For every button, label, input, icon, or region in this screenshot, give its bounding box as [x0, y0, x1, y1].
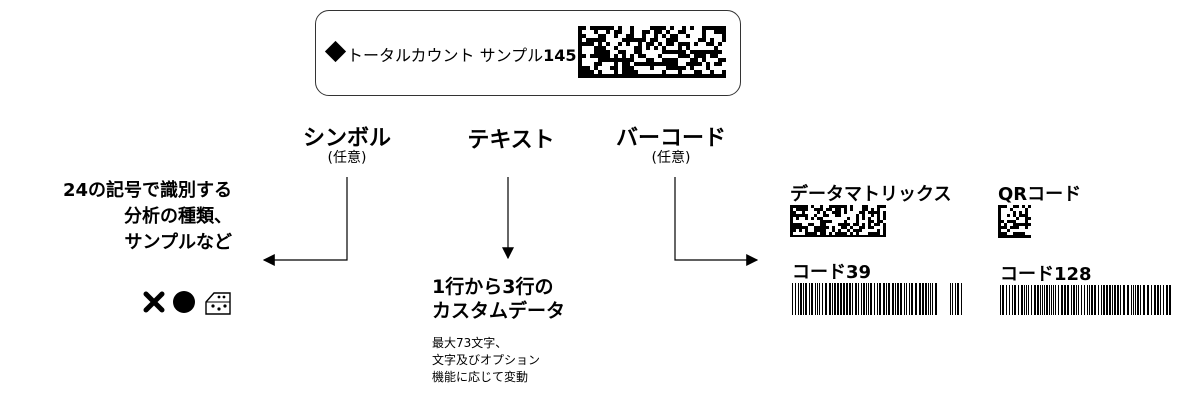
sample-label: [315, 10, 741, 96]
symbol-description: 24の記号で識別する 分析の種類、 サンプルなど: [63, 178, 232, 256]
symbol-desc-line2: 分析の種類、: [124, 206, 232, 227]
barcode-connector: [674, 177, 759, 266]
label-count: 145: [543, 46, 577, 65]
code128-barcode-icon: [1000, 285, 1171, 315]
code39-title: コード39: [792, 262, 872, 283]
qr-code-icon: [998, 205, 1031, 238]
dice-icon: [205, 292, 231, 315]
x-mark-icon: [143, 291, 165, 313]
text-desc-line2: カスタムデータ: [432, 300, 566, 322]
symbol-examples: [143, 291, 231, 315]
symbol-desc-line1: 24の記号で識別する: [62, 180, 232, 201]
barcode-heading: バーコード: [615, 126, 726, 151]
text-desc-line1: 1行から3行の: [432, 276, 554, 298]
text-note-line3: 機能に応じて変動: [432, 370, 529, 384]
code128-title: コード128: [1000, 264, 1092, 285]
datamatrix-sample-icon: [790, 205, 886, 237]
datamatrix-barcode-icon: [578, 26, 726, 78]
qr-title: QRコード: [998, 184, 1082, 205]
barcode-optional: (任意): [651, 150, 691, 166]
symbol-connector: [262, 177, 348, 266]
text-note-line1: 最大73文字、: [432, 336, 508, 350]
code39-barcode-icon: [792, 283, 962, 315]
datamatrix-title: データマトリックス: [790, 184, 952, 205]
symbol-optional: (任意): [327, 150, 367, 166]
label-text: トータルカウント サンプル145: [347, 42, 577, 66]
text-heading: テキスト: [467, 128, 555, 153]
symbol-desc-line3: サンプルなど: [124, 232, 232, 253]
label-text-main: トータルカウント サンプル: [347, 46, 544, 65]
text-note-line2: 文字及びオプション: [432, 353, 541, 367]
label-datamatrix: [578, 26, 726, 82]
text-description: 1行から3行の カスタムデータ: [432, 275, 565, 323]
filled-circle-icon: [173, 291, 195, 313]
symbol-heading: シンボル: [302, 126, 391, 151]
text-note: 最大73文字、 文字及びオプション 機能に応じて変動: [432, 335, 540, 386]
